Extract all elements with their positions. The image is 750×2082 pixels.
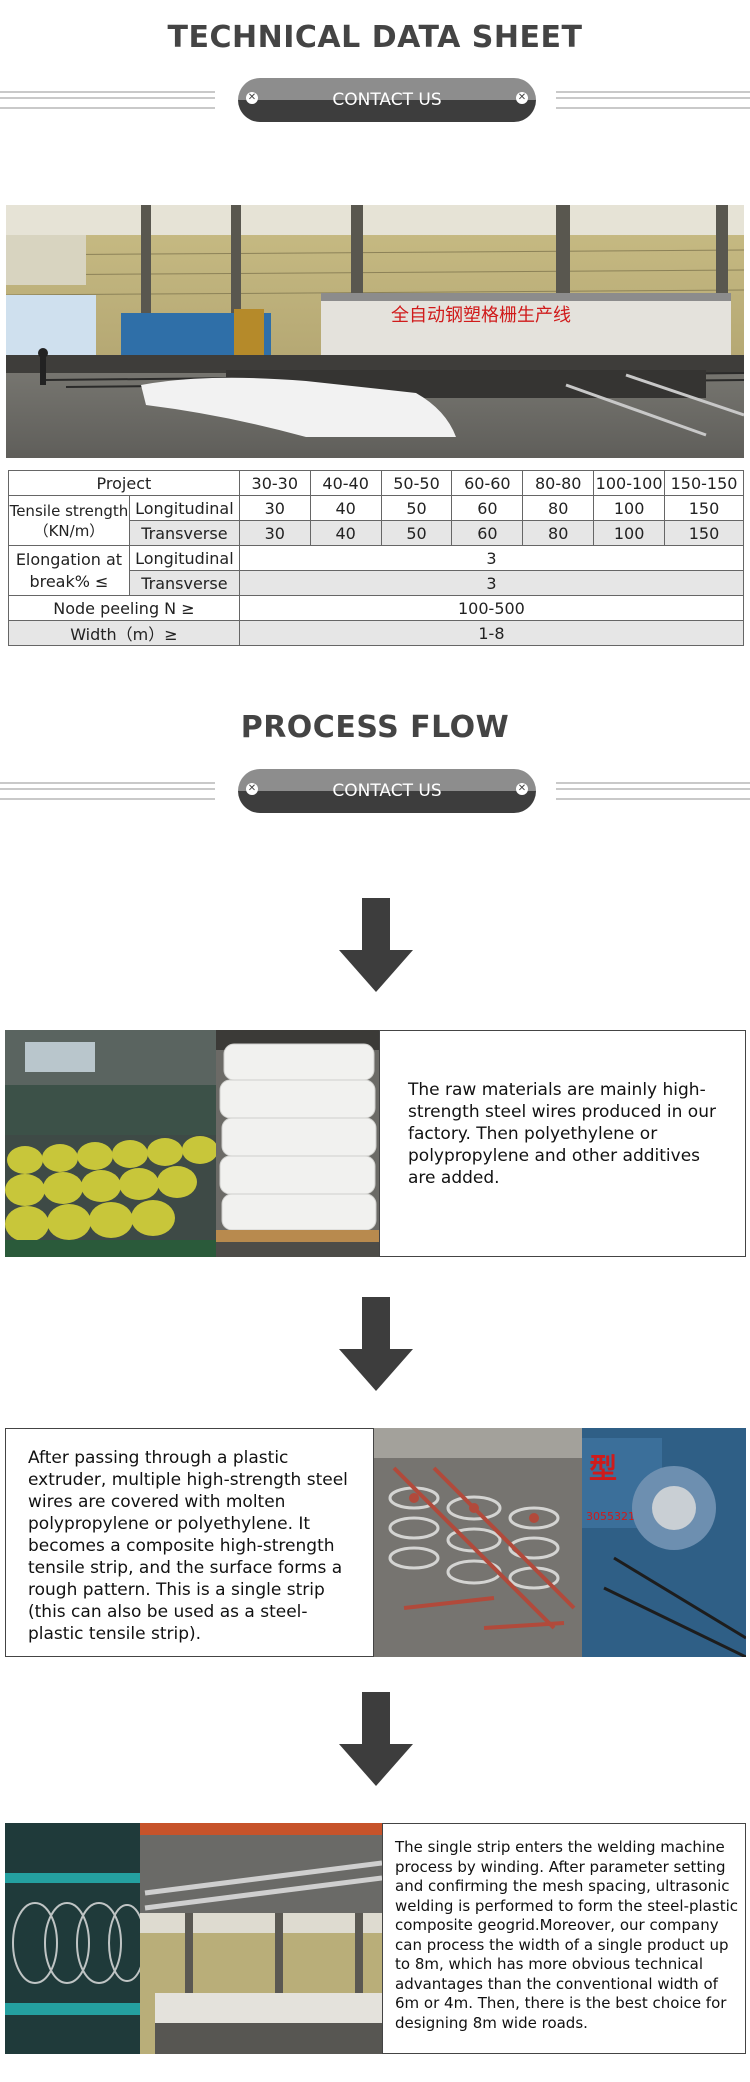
elongation-label-line1: Elongation at xyxy=(15,549,123,569)
contact-us-button[interactable]: ✕ CONTACT US ✕ xyxy=(238,769,536,813)
table-header-row: Project 30-30 40-40 50-50 60-60 80-80 10… xyxy=(8,470,744,496)
table-row: Tensile strength （KN/m） Longitudinal 30 … xyxy=(8,495,744,546)
tensile-label-line2: （KN/m） xyxy=(33,521,105,540)
table-cell: 150 xyxy=(664,520,744,546)
table-cell: 30 xyxy=(238,495,311,521)
table-cell: 80 xyxy=(522,495,595,521)
elongation-label: Elongation at break% ≤ xyxy=(8,545,130,596)
step2-text: After passing through a plastic extruder… xyxy=(28,1448,348,1644)
step3-text-box: The single strip enters the welding mach… xyxy=(382,1823,746,2054)
technical-title: TECHNICAL DATA SHEET xyxy=(167,20,583,55)
table-cell: 30 xyxy=(238,520,311,546)
node-peeling-label: Node peeling N ≥ xyxy=(8,595,240,621)
width-label: Width（m）≥ xyxy=(8,620,240,646)
table-header-cell: 50-50 xyxy=(380,470,453,496)
extruder-photo: 型 3055321 xyxy=(374,1428,746,1657)
down-arrow-icon xyxy=(339,1297,413,1391)
divider-right xyxy=(556,782,750,800)
table-row: Width（m）≥ 1-8 xyxy=(8,620,745,646)
table-cell: 3 xyxy=(238,570,745,596)
longitudinal-label: Longitudinal xyxy=(128,545,240,571)
close-circle-icon: ✕ xyxy=(246,783,258,795)
step1-text-box: The raw materials are mainly high-streng… xyxy=(379,1030,746,1257)
welding-machine-photo xyxy=(5,1823,382,2054)
material-bags-photo xyxy=(216,1030,379,1257)
divider-left xyxy=(0,782,215,800)
longitudinal-label: Longitudinal xyxy=(128,495,240,521)
contact-us-label: CONTACT US xyxy=(332,781,442,801)
table-row: Elongation at break% ≤ Longitudinal 3 xyxy=(8,545,745,596)
table-header-cell: 100-100 xyxy=(593,470,666,496)
steel-wire-spools-photo xyxy=(5,1030,216,1257)
step3-text: The single strip enters the welding mach… xyxy=(395,1838,738,2032)
table-header-cell: 80-80 xyxy=(522,470,595,496)
technical-data-table: Project 30-30 40-40 50-50 60-60 80-80 10… xyxy=(8,470,745,646)
table-cell: 40 xyxy=(309,520,382,546)
divider-left xyxy=(0,91,215,109)
extruder-sign-number: 3055321 xyxy=(586,1510,635,1523)
close-circle-icon: ✕ xyxy=(246,92,258,104)
table-row: Transverse 3 xyxy=(8,570,745,596)
down-arrow-icon xyxy=(339,898,413,992)
table-header-cell: 150-150 xyxy=(664,470,744,496)
table-cell: 1-8 xyxy=(238,620,745,646)
factory-banner-text: 全自动钢塑格栅生产线 xyxy=(391,305,571,326)
table-cell: 100 xyxy=(593,520,666,546)
transverse-label: Transverse xyxy=(128,570,240,596)
tensile-label-line1: Tensile strength xyxy=(9,501,129,520)
table-cell: 3 xyxy=(238,545,745,571)
table-header-cell: 40-40 xyxy=(309,470,382,496)
table-cell: 40 xyxy=(309,495,382,521)
table-cell: 100 xyxy=(593,495,666,521)
table-cell: 100-500 xyxy=(238,595,745,621)
table-header-cell: 60-60 xyxy=(451,470,524,496)
table-cell: 50 xyxy=(380,520,453,546)
step2-text-box: After passing through a plastic extruder… xyxy=(5,1428,374,1657)
table-header-cell: 30-30 xyxy=(238,470,311,496)
extruder-sign-char: 型 xyxy=(589,1452,617,1485)
table-header-cell: Project xyxy=(8,470,240,496)
table-row: Node peeling N ≥ 100-500 xyxy=(8,595,745,621)
contact-us-button[interactable]: ✕ CONTACT US ✕ xyxy=(238,78,536,122)
divider-right xyxy=(556,91,750,109)
close-circle-icon: ✕ xyxy=(516,783,528,795)
down-arrow-icon xyxy=(339,1692,413,1786)
table-cell: 60 xyxy=(451,520,524,546)
table-cell: 80 xyxy=(522,520,595,546)
transverse-label: Transverse xyxy=(128,520,240,546)
elongation-label-line2: break% ≤ xyxy=(29,571,109,591)
contact-us-label: CONTACT US xyxy=(332,90,442,110)
process-title: PROCESS FLOW xyxy=(240,710,510,745)
table-cell: 150 xyxy=(664,495,744,521)
factory-photo: 全自动钢塑格栅生产线 xyxy=(6,205,744,458)
step1-text: The raw materials are mainly high-streng… xyxy=(408,1080,716,1188)
tensile-strength-label: Tensile strength （KN/m） xyxy=(8,495,130,546)
table-cell: 50 xyxy=(380,495,453,521)
close-circle-icon: ✕ xyxy=(516,92,528,104)
table-cell: 60 xyxy=(451,495,524,521)
